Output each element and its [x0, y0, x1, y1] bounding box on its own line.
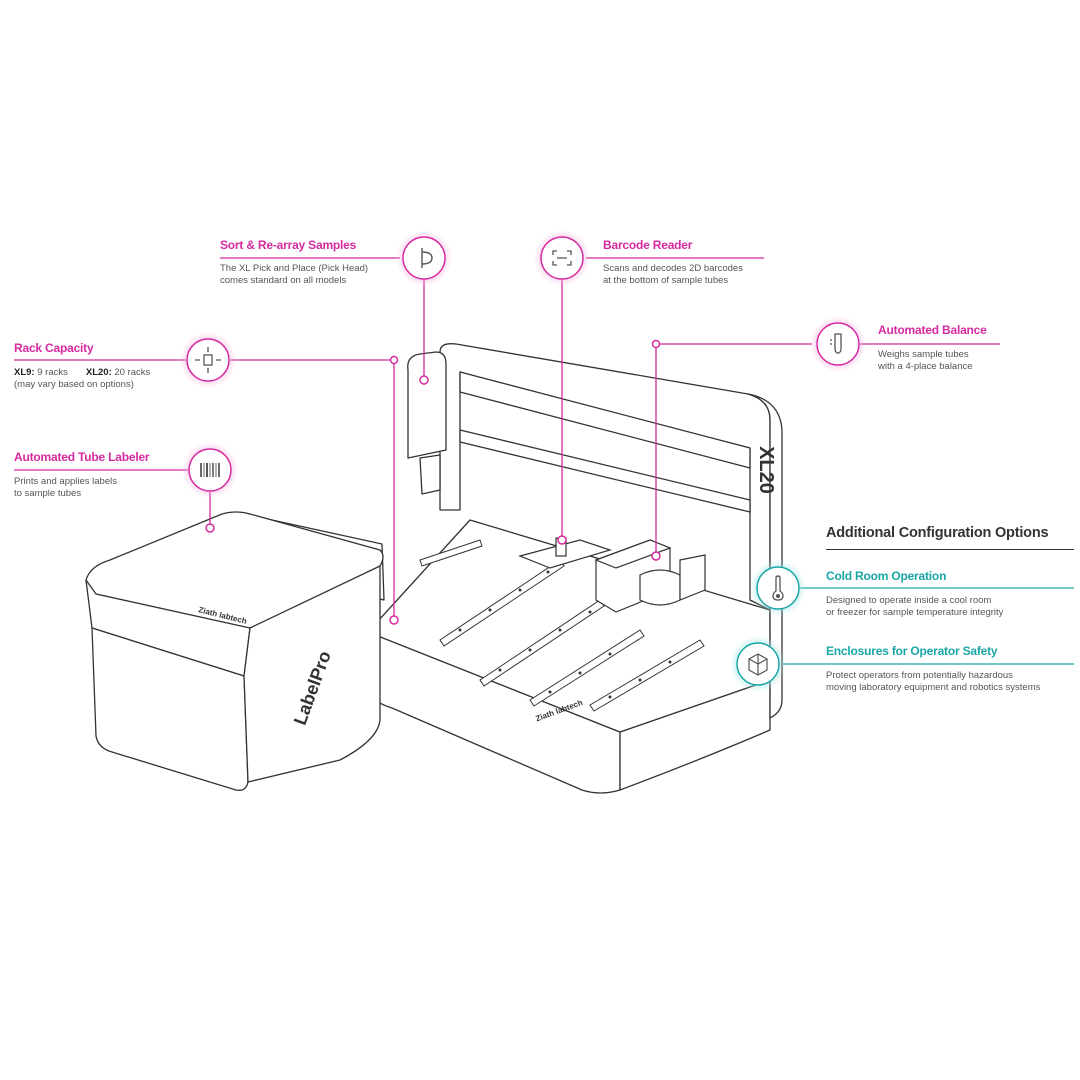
callout-labeler-line: Prints and applies labels	[14, 476, 117, 487]
callout-rack-title: Rack Capacity	[14, 341, 94, 355]
callout-barcode-line: at the bottom of sample tubes	[603, 275, 729, 286]
xl20-base-right	[619, 679, 771, 791]
callout-labeler: Automated Tube Labeler Prints and applie…	[14, 450, 150, 500]
xl20-unit	[367, 343, 783, 794]
barcode-label-icon	[182, 442, 238, 498]
callout-enclosure: Enclosures for Operator Safety Protect o…	[826, 644, 1040, 694]
callout-anchors	[205, 339, 661, 625]
additional-options-heading: Additional Configuration Options	[826, 525, 1049, 541]
callout-sort-desc: The XL Pick and Place (Pick Head) comes …	[220, 263, 368, 287]
xl20-value: 20 racks	[111, 367, 151, 378]
callout-barcode-title: Barcode Reader	[603, 238, 693, 252]
callout-labeler-desc: Prints and applies labels to sample tube…	[14, 476, 149, 500]
callout-rack-capacity: XL9: 9 racks XL20: 20 racks	[14, 367, 150, 379]
xl9-label: XL9:	[14, 367, 35, 378]
callout-cold-room-desc: Designed to operate inside a cool room o…	[826, 595, 1003, 619]
callout-enclosure-desc: Protect operators from potentially hazar…	[826, 670, 1040, 694]
balance-tube-icon	[810, 316, 866, 372]
rail-dots	[458, 570, 672, 699]
callout-leaders-teal	[782, 587, 1074, 665]
callout-sort-title: Sort & Re-array Samples	[220, 238, 357, 252]
balance-tray	[639, 569, 681, 606]
labelpro-side	[243, 565, 381, 783]
deck-modules	[518, 537, 706, 613]
pick-head-icon	[396, 230, 452, 286]
callout-enclosure-line: Protect operators from potentially hazar…	[826, 670, 1013, 681]
callout-balance-line: with a 4-place balance	[878, 361, 973, 372]
deck-rails	[419, 539, 705, 712]
callout-balance-line: Weighs sample tubes	[878, 349, 969, 360]
callout-labeler-title: Automated Tube Labeler	[14, 450, 150, 464]
balance-shield	[679, 554, 706, 601]
callout-rack-note: (may vary based on options)	[14, 379, 134, 390]
callout-sort-line: The XL Pick and Place (Pick Head)	[220, 263, 369, 274]
callout-cold-room-title: Cold Room Operation	[826, 569, 947, 583]
thermometer-icon	[750, 560, 806, 616]
callout-balance-title: Automated Balance	[878, 323, 987, 337]
callout-barcode-desc: Scans and decodes 2D barcodes at the bot…	[603, 263, 743, 287]
callout-rack-desc: XL9: 9 racks XL20: 20 racks (may vary bas…	[14, 367, 150, 391]
xl20-label: XL20:	[85, 367, 112, 378]
labelpro-lower-front	[91, 627, 249, 791]
callout-sort: Sort & Re-array Samples The XL Pick and …	[220, 238, 368, 287]
xl9-value: 9 racks	[34, 367, 68, 378]
callout-rack: Rack Capacity XL9: 9 racks XL20: 20 racks…	[14, 341, 150, 391]
xl20-model-label: XL20	[755, 446, 777, 494]
callout-enclosure-line: moving laboratory equipment and robotics…	[826, 682, 1041, 693]
labelpro-unit	[85, 511, 385, 791]
callout-sort-line: comes standard on all models	[220, 275, 347, 286]
callout-barcode: Barcode Reader Scans and decodes 2D barc…	[603, 238, 743, 287]
rack-move-icon	[180, 332, 236, 388]
pick-head-gripper	[419, 454, 441, 495]
callout-enclosure-title: Enclosures for Operator Safety	[826, 644, 998, 658]
callout-balance: Automated Balance Weighs sample tubes wi…	[878, 323, 987, 373]
balance-top	[594, 539, 672, 569]
callout-cold-room: Cold Room Operation Designed to operate …	[826, 569, 1003, 619]
additional-options-rule	[826, 549, 1074, 550]
xl20-back-rail	[459, 429, 751, 513]
callout-cold-room-line: Designed to operate inside a cool room	[826, 595, 992, 606]
xl20-gantry-beam	[459, 371, 751, 469]
xl20-side-panel	[747, 393, 783, 719]
callout-cold-room-line: or freezer for sample temperature integr…	[826, 607, 1004, 618]
enclosure-cube-icon	[730, 636, 786, 692]
callout-balance-desc: Weighs sample tubes with a 4-place balan…	[878, 349, 987, 373]
callout-labeler-line: to sample tubes	[14, 488, 82, 499]
barcode-scan-icon	[534, 230, 590, 286]
callout-barcode-line: Scans and decodes 2D barcodes	[603, 263, 743, 274]
pick-head-body	[407, 351, 447, 459]
